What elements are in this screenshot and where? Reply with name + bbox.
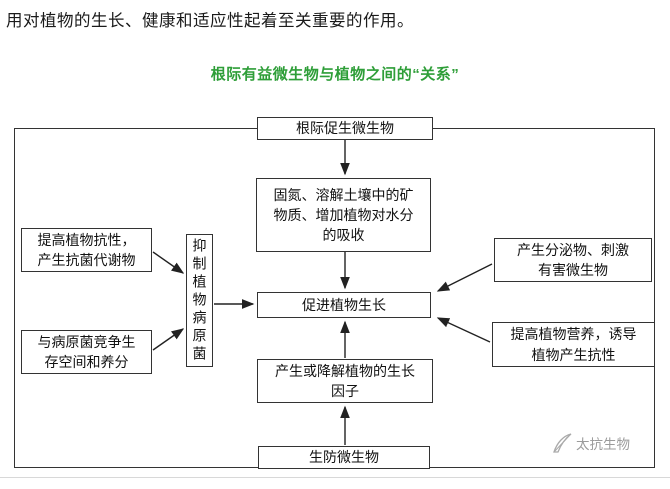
node-plant-nutrition: 提高植物营养，诱导植物产生抗性 [492, 322, 655, 367]
watermark: 太抗生物 [550, 431, 630, 455]
node-biocontrol-microbes: 生防微生物 [258, 446, 430, 469]
node-secretions-stimulate: 产生分泌物、刺激有害微生物 [494, 238, 652, 282]
node-nitrogen-fixation: 固氮、溶解土壤中的矿物质、增加植物对水分的吸收 [256, 178, 431, 252]
intro-text: 用对植物的生长、健康和适应性起着至关重要的作用。 [6, 12, 414, 30]
node-promote-plant-growth: 促进植物生长 [257, 292, 431, 318]
node-rhizosphere-promoting-microbes: 根际促生微生物 [257, 117, 433, 140]
node-inhibit-pathogens: 抑制植物病原菌 [186, 234, 213, 367]
node-compete-with-pathogens: 与病原菌竞争生存空间和养分 [21, 330, 152, 374]
diagram-title: 根际有益微生物与植物之间的“关系” [210, 66, 460, 83]
node-growth-factors: 产生或降解植物的生长因子 [257, 359, 433, 403]
watermark-text: 太抗生物 [576, 437, 630, 452]
bottom-divider [0, 477, 670, 478]
feather-icon [553, 433, 572, 453]
node-plant-resistance: 提高植物抗性，产生抗菌代谢物 [21, 228, 152, 272]
